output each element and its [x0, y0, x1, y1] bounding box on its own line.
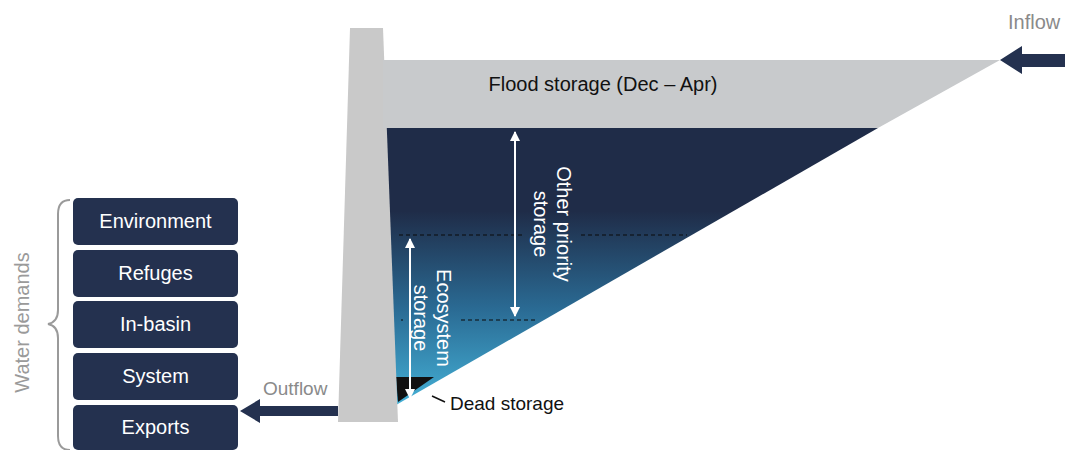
dead-storage-zone — [396, 377, 434, 402]
demand-box: In-basin — [73, 301, 238, 348]
demand-box: System — [73, 353, 238, 400]
box-label: Exports — [122, 416, 190, 439]
dead-storage-label: Dead storage — [450, 393, 564, 415]
dashed-divider — [461, 320, 535, 321]
demand-box: Refuges — [73, 250, 238, 297]
box-label: In-basin — [120, 313, 191, 336]
brace — [48, 200, 70, 450]
outflow-label: Outflow — [263, 378, 327, 400]
inflow-arrow — [1000, 46, 1065, 74]
dashed-divider — [401, 320, 403, 321]
other-priority-arrow — [514, 132, 516, 316]
demand-box: Exports — [73, 405, 238, 450]
flood-storage-band: Flood storage (Dec – Apr) — [383, 60, 1000, 128]
demand-box: Environment — [73, 198, 238, 245]
box-label: System — [122, 365, 189, 388]
dashed-divider — [399, 235, 523, 236]
box-label: Refuges — [118, 262, 193, 285]
leader-line — [432, 396, 445, 402]
outflow-arrow — [240, 399, 338, 423]
storage-label: Ecosystem storage — [409, 263, 455, 373]
dashed-divider — [581, 235, 687, 236]
reservoir-water — [383, 128, 878, 405]
band-label: Flood storage (Dec – Apr) — [453, 73, 753, 96]
axis-label: Water demands — [11, 223, 34, 423]
band-fill — [383, 60, 1000, 128]
inflow-label: Inflow — [1008, 11, 1060, 34]
box-label: Environment — [99, 210, 211, 233]
storage-label: Other priority storage — [529, 149, 575, 299]
